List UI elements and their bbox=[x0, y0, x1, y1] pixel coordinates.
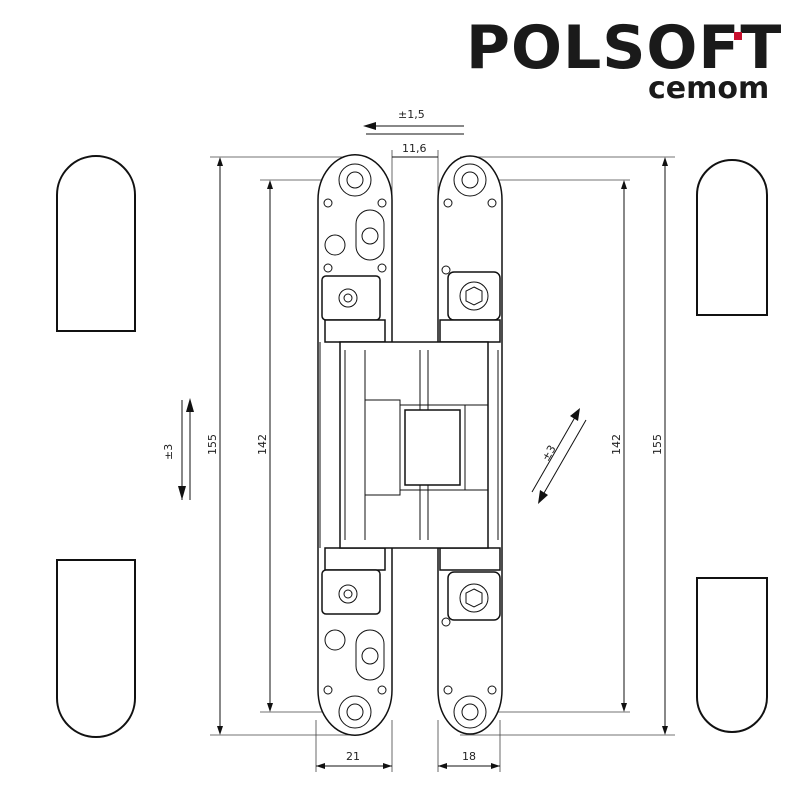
label-gap: 11,6 bbox=[402, 142, 427, 155]
mortise-bottom-left bbox=[56, 559, 136, 738]
label-width-right: 18 bbox=[462, 750, 476, 763]
hinge-center-mechanism bbox=[319, 341, 499, 549]
logo-brand-text: POLSOFT bbox=[466, 13, 782, 83]
label-adjust-depth: ±3 bbox=[539, 443, 558, 464]
polsoft-logo: POLSOFT cemom bbox=[466, 13, 782, 106]
label-total-height-left: 155 bbox=[206, 434, 219, 455]
logo-accent-square bbox=[734, 32, 742, 40]
dimension-labels: ±1,5 11,6 155 142 ±3 ±3 142 155 21 18 bbox=[162, 108, 664, 763]
label-width-left: 21 bbox=[346, 750, 360, 763]
mortise-top-left bbox=[56, 155, 136, 332]
logo-sub-text: cemom bbox=[648, 71, 769, 106]
label-mount-height-left: 142 bbox=[256, 434, 269, 455]
dimension-lines bbox=[178, 122, 675, 772]
label-adjust-vertical: ±3 bbox=[162, 444, 175, 460]
mortise-bottom-right bbox=[696, 577, 768, 733]
label-adjust-horizontal: ±1,5 bbox=[398, 108, 425, 121]
label-mount-height-right: 142 bbox=[610, 434, 623, 455]
label-total-height-right: 155 bbox=[651, 434, 664, 455]
mortise-top-right bbox=[696, 159, 768, 316]
